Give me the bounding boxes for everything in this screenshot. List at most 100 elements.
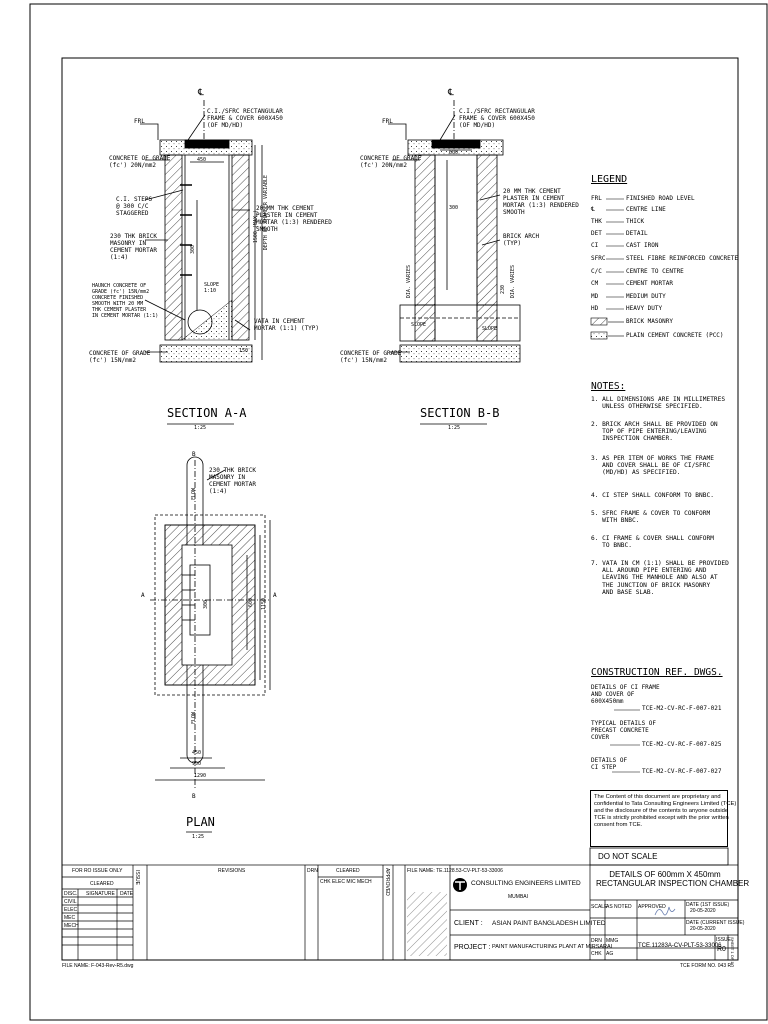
section-marker-b-bottom: B	[192, 793, 196, 800]
legend-text-10: BRICK MASONRY	[626, 318, 673, 325]
legend-text-1: CENTRE LINE	[626, 206, 666, 213]
chkd-row: CHK ELEC MIC MECH	[320, 879, 372, 885]
legend-text-5: STEEL FIBRE REINFORCED CONCRETE	[626, 255, 738, 262]
section-marker-b-top: B	[192, 451, 196, 458]
pcc-swatch	[590, 331, 608, 340]
disc-header: DISC.	[64, 891, 78, 897]
legend-text-0: FINISHED ROAD LEVEL	[626, 195, 695, 202]
section-marker-a-left: A	[141, 592, 145, 599]
legend-text-9: HEAVY DUTY	[626, 305, 663, 312]
for-issue-label: FOR RO ISSUE ONLY	[72, 868, 123, 874]
depth-variable-label: DEPTH OF CHAMBER VARIABLE	[263, 175, 269, 251]
client-label: CLIENT :	[454, 920, 483, 927]
ref-number-1[interactable]: TCE-M2-CV-RC-F-007-021	[642, 705, 722, 712]
project-value: PAINT MANUFACTURING PLANT AT MIRSARAI	[492, 944, 613, 950]
approved-label-tb: APPROVED	[638, 904, 666, 910]
section-aa-title: SECTION A-A	[167, 406, 247, 420]
section-bb-drawing	[388, 100, 521, 363]
plan-title: PLAN	[186, 815, 215, 829]
brick-masonry-label-plan: 230 THK BRICK MASONRY IN CEMENT MORTAR (…	[209, 467, 256, 495]
note-6: 6. CI FRAME & COVER SHALL CONFORM TO BNB…	[591, 535, 714, 550]
legend-text-4: CAST IRON	[626, 242, 659, 249]
plaster-label-bb: 20 MM THK CEMENT PLASTER IN CEMENT MORTA…	[503, 188, 579, 216]
legend-text-7: CEMENT MORTAR	[626, 280, 673, 287]
disc-elec: ELEC	[64, 907, 78, 913]
legend-abbr-9: HD	[591, 305, 599, 312]
ref-desc-3: DETAILS OF CI STEP	[591, 757, 628, 771]
approval-signature	[654, 906, 676, 916]
note-3: 3. AS PER ITEM OF WORKS THE FRAME AND CO…	[591, 455, 714, 477]
plaster-label-aa: 20 MM THK CEMENT PLASTER IN CEMENT MORTA…	[256, 205, 332, 233]
legend-abbr-7: CM	[591, 280, 599, 287]
centreline-mark-aa: ℄	[198, 88, 204, 98]
note-1: 1. ALL DIMENSIONS ARE IN MILLIMETRES UNL…	[591, 396, 726, 411]
note-4: 4. CI STEP SHALL CONFORM TO BNBC.	[591, 492, 714, 499]
note-2: 2. BRICK ARCH SHALL BE PROVIDED ON TOP O…	[591, 421, 718, 443]
cleared-label: CLEARED	[90, 881, 114, 887]
project-label: PROJECT :	[454, 944, 491, 951]
note-5: 5. SFRC FRAME & COVER TO CONFORM WITH BN…	[591, 510, 711, 525]
legend-text-6: CENTRE TO CENTRE	[626, 268, 684, 275]
dim-600-bb: 600	[449, 150, 459, 156]
concrete-15-label-aa: CONCRETE OF GRADE (fc') 15N/mm2	[89, 350, 151, 364]
dim-300-plan: 300	[203, 600, 209, 610]
legend-abbr-3: DET	[591, 230, 602, 237]
brick-masonry-swatch	[590, 317, 608, 326]
legend-abbr-0: FRL	[591, 195, 602, 202]
flow-label-bottom: FLOW	[191, 712, 197, 725]
section-bb-scale: 1:25	[448, 425, 461, 431]
legend-abbr-4: CI	[591, 242, 599, 249]
legend-text-2: THICK	[626, 218, 645, 225]
date-header: DATE	[120, 891, 133, 897]
client-value: ASIAN PAINT BANGLADESH LIMITED	[492, 920, 606, 927]
stamp-area	[407, 892, 447, 956]
scale-label: SCALE	[591, 904, 608, 910]
slope-label-bb-right: SLOPE	[482, 326, 498, 332]
disc-mech: MECH	[64, 923, 79, 929]
dim-150-aa: 150	[239, 348, 249, 354]
legend-abbr-6: C/C	[591, 268, 602, 275]
plan-drawing	[150, 456, 271, 790]
legend-text-8: MEDIUM DUTY	[626, 293, 666, 300]
notes-title: NOTES:	[591, 381, 626, 392]
disc-mec: MEC	[64, 915, 76, 921]
slope-label-aa: SLOPE 1:10	[204, 282, 220, 294]
drn-header: DRN	[307, 868, 318, 874]
chk-value: AG	[606, 951, 614, 957]
issue-label-tb: ISSUE	[716, 937, 732, 943]
file-name-tb: FILE NAME: TE.1128.53-CV-PLT-53-33006	[407, 868, 503, 874]
frl-label-aa: FRL	[134, 118, 145, 125]
date-first-issue: 20-05-2020	[690, 908, 716, 914]
date-current-issue-label: DATE (CURRENT ISSUE)	[686, 920, 745, 926]
footer-form-no: TCE FORM NO. 043 R5	[680, 963, 734, 969]
footer-file-name: FILE NAME: F-043-Rev-R5.dwg	[62, 963, 134, 969]
sheet-label: SHEET 1 OF 1	[730, 937, 735, 964]
legend-abbr-5: SFRC	[591, 255, 606, 262]
date-first-issue-label: DATE (1ST ISSUE)	[686, 902, 730, 908]
drawing-number: TCE.11283A-CV-PLT-53-33006	[638, 943, 722, 949]
proprietary-notice: The Content of this document are proprie…	[590, 790, 736, 847]
slope-label-bb-left: SLOPE	[411, 322, 427, 328]
legend-abbr-8: MD	[591, 293, 599, 300]
legend-abbr-2: THK	[591, 218, 602, 225]
ci-steps-label: C.I. STEPS @ 300 C/C STAGGERED	[116, 196, 153, 217]
signature-header: SIGNATURE	[86, 891, 115, 897]
company-name: CONSULTING ENGINEERS LIMITED	[471, 880, 581, 887]
plan-scale: 1:25	[192, 834, 205, 840]
dim-230-bb: 230	[500, 285, 506, 295]
ref-number-2[interactable]: TCE-M2-CV-RC-F-007-025	[642, 741, 722, 748]
dim-450-plan: 450	[192, 750, 202, 756]
dim-1150-plan: 1150	[261, 598, 267, 611]
legend-title: LEGEND	[591, 174, 628, 185]
section-bb-title: SECTION B-B	[420, 406, 500, 420]
scale-value: AS NOTED	[606, 904, 632, 910]
disc-civil: CIVIL	[64, 899, 77, 905]
centreline-mark-bb: ℄	[448, 88, 454, 98]
vata-label: VATA IN CEMENT MORTAR (1:1) (TYP)	[254, 318, 320, 332]
drn-value: MMG	[606, 938, 619, 944]
dim-1290-plan: 1290	[194, 773, 207, 779]
ref-number-3[interactable]: TCE-M2-CV-RC-F-007-027	[642, 768, 722, 775]
legend-abbr-1: ℄	[591, 206, 595, 213]
legend-text-3: DETAIL	[626, 230, 648, 237]
drn-label: DRN	[591, 938, 602, 944]
